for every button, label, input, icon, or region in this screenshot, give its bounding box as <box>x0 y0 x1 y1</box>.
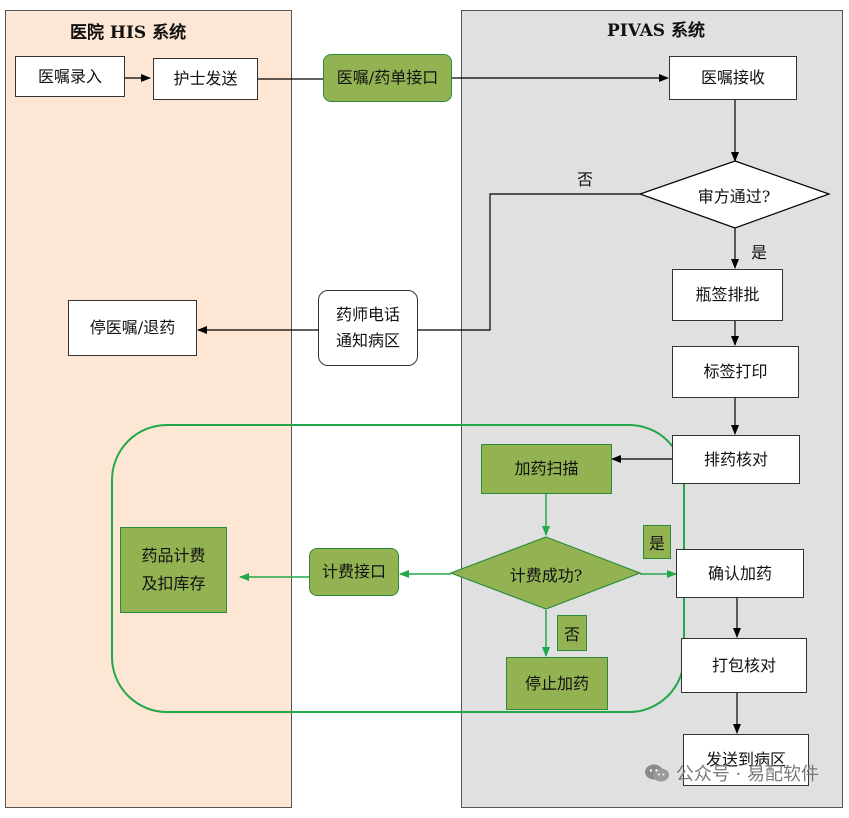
pharmacist-call-line-2: 通知病区 <box>335 331 400 350</box>
billing-no-tag: 否 <box>557 615 587 651</box>
review-decision-label: 审方通过? <box>697 187 771 206</box>
watermark-text: 公众号 · 易配软件 <box>675 764 819 785</box>
label-batch-node: 瓶签排批 <box>672 269 783 321</box>
watermark: 公众号 · 易配软件 <box>644 760 819 786</box>
add-scan-node: 加药扫描 <box>481 444 612 494</box>
review-yes-label: 是 <box>751 243 768 262</box>
order-entry-node: 医嘱录入 <box>15 56 125 97</box>
billing-interface-node: 计费接口 <box>309 548 399 596</box>
billing-yes-tag: 是 <box>643 525 671 559</box>
order-interface-node: 医嘱/药单接口 <box>323 54 452 102</box>
drug-billing-line-2: 及扣库存 <box>141 574 206 593</box>
order-receive-node: 医嘱接收 <box>669 56 797 100</box>
pack-check-node: 打包核对 <box>681 638 807 693</box>
stop-adding-node: 停止加药 <box>506 657 608 710</box>
drug-billing-line-1: 药品计费 <box>141 546 206 566</box>
label-print-node: 标签打印 <box>672 346 799 398</box>
sort-check-node: 排药核对 <box>672 435 800 484</box>
stop-order-node: 停医嘱/退药 <box>68 300 197 356</box>
billing-decision-label: 计费成功? <box>509 566 583 585</box>
confirm-add-node: 确认加药 <box>676 549 804 598</box>
review-no-label: 否 <box>577 170 594 189</box>
his-lane-title: 医院 HIS 系统 <box>70 23 187 43</box>
wechat-icon <box>644 764 669 782</box>
pharmacist-call-line-1: 药师电话 <box>335 305 400 325</box>
drug-billing-node: 药品计费 及扣库存 <box>120 527 227 613</box>
send-ward-node: 发送到病区 <box>683 734 809 786</box>
nurse-send-node: 护士发送 <box>153 58 258 100</box>
pivas-lane-title: PIVAS 系统 <box>607 21 705 41</box>
billing-decision-shape <box>449 536 642 610</box>
pharmacist-call-node: 药师电话 通知病区 <box>318 290 418 366</box>
his-lane <box>5 10 292 808</box>
review-decision-shape <box>638 160 831 229</box>
